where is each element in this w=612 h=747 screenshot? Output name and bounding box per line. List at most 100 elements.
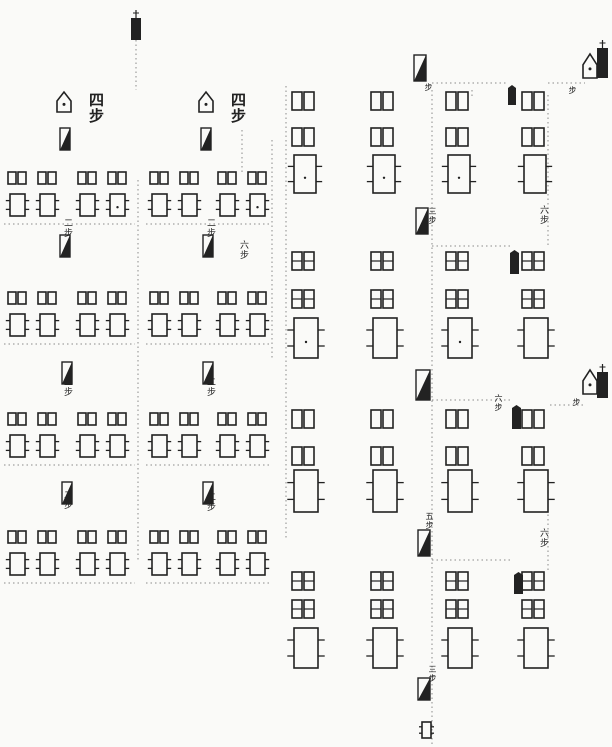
block-d-unit-col3 — [441, 627, 479, 669]
block-b-unit-col2 — [366, 317, 404, 359]
block-b-row1-col3 — [445, 251, 469, 271]
rank2-group2-pair1 — [149, 291, 169, 305]
formation-units — [5, 10, 608, 739]
rank2-group1-pair2 — [37, 291, 57, 305]
rank1-group1-pair2 — [37, 171, 57, 185]
rank4-group2-pair4 — [247, 530, 267, 544]
rank1-group1-pair3 — [77, 171, 97, 185]
rank2-group1-squad3 — [75, 313, 100, 337]
block-a-unit-col2 — [366, 154, 402, 194]
block-b-row2-col2 — [370, 289, 394, 309]
right-shield-2 — [510, 250, 519, 274]
right-officer-top — [582, 52, 598, 79]
block-a-row2-col1 — [291, 127, 315, 147]
block-d-row1-col3 — [445, 571, 469, 591]
rank2-group2-squad3 — [215, 313, 240, 337]
rank3-group1-pair4 — [107, 412, 127, 426]
block-a-unit-col4 — [517, 154, 553, 194]
block-c-row1-col3 — [445, 409, 469, 429]
rank3-group2-pair2 — [179, 412, 199, 426]
rank2-group2-squad1 — [147, 313, 172, 337]
rank1-group2-squad1 — [147, 193, 172, 217]
block-c-unit-col3 — [441, 469, 479, 513]
rank3-group2-pair1 — [149, 412, 169, 426]
block-c-row2-col3 — [445, 446, 469, 466]
banner-between-ranks-4 — [202, 361, 214, 385]
block-b-unit-col3 — [441, 317, 479, 359]
block-a-row2-col3 — [445, 127, 469, 147]
block-b-row2-col1 — [291, 289, 315, 309]
rank3-group2-squad2 — [177, 434, 202, 458]
block-a-row2-col2 — [370, 127, 394, 147]
label-liu-bu-col2: 六步 — [494, 394, 503, 412]
block-c-unit-col2 — [366, 469, 404, 513]
officer-right — [198, 90, 214, 113]
rank4-group1-pair3 — [77, 530, 97, 544]
banner-right-top — [200, 127, 212, 151]
banner-between-ranks-3 — [61, 361, 73, 385]
rank3-group1-pair2 — [37, 412, 57, 426]
rank4-group1-squad2 — [35, 552, 60, 576]
label-liu-bu-col4-low: 六步 — [538, 528, 548, 548]
block-c-row1-col4 — [521, 409, 545, 429]
rank4-group2-squad2 — [177, 552, 202, 576]
block-d-row2-col3 — [445, 599, 469, 619]
right-officer-mid — [582, 368, 598, 395]
rank2-group2-pair4 — [247, 291, 267, 305]
rank1-group2-pair3 — [217, 171, 237, 185]
block-b-unit-col1 — [287, 317, 325, 359]
rank1-group2-squad4 — [245, 193, 270, 217]
rank3-group1-pair3 — [77, 412, 97, 426]
rank2-group1-pair1 — [7, 291, 27, 305]
rank3-group2-squad4 — [245, 434, 270, 458]
rank4-group1-pair2 — [37, 530, 57, 544]
block-c-unit-col4 — [517, 469, 555, 513]
rank3-group1-pair1 — [7, 412, 27, 426]
block-c-unit-col1 — [287, 469, 325, 513]
top-commander-flag — [131, 10, 141, 40]
rank4-group2-pair3 — [217, 530, 237, 544]
block-a-row1-col1 — [291, 91, 315, 111]
rank4-group1-squad1 — [5, 552, 30, 576]
rank1-group2-pair1 — [149, 171, 169, 185]
label-er-bu-right-2: 二步 — [205, 377, 215, 397]
block-c-row2-col4 — [521, 446, 545, 466]
right-banner-3 — [415, 369, 431, 401]
block-c-row2-col2 — [370, 446, 394, 466]
rank4-group2-pair1 — [149, 530, 169, 544]
rank1-group1-squad3 — [75, 193, 100, 217]
rank3-group1-squad4 — [105, 434, 130, 458]
block-a-row1-col4 — [521, 91, 545, 111]
rank2-group2-squad2 — [177, 313, 202, 337]
rank1-group2-squad2 — [177, 193, 202, 217]
label-san-bu-bottom: 三步 — [428, 665, 437, 683]
block-b-row1-col1 — [291, 251, 315, 271]
banner-between-ranks-2 — [202, 234, 214, 258]
label-si-bu-left: 四步 — [87, 92, 105, 124]
block-d-row2-col1 — [291, 599, 315, 619]
rank4-group2-pair2 — [179, 530, 199, 544]
label-bu-col4-top: 步 — [568, 86, 577, 95]
right-banner-2 — [415, 207, 429, 235]
right-banner-4 — [417, 529, 431, 557]
banner-between-ranks-5 — [61, 481, 73, 505]
banner-between-ranks-1 — [59, 234, 71, 258]
block-d-unit-col2 — [366, 627, 404, 669]
bottom-small-unit — [419, 721, 434, 739]
label-bu-col1-top: 步 — [424, 83, 433, 92]
right-banner-5 — [417, 677, 431, 701]
block-a-unit-col3 — [441, 154, 477, 194]
rank4-group1-pair1 — [7, 530, 27, 544]
block-d-unit-col4 — [517, 627, 555, 669]
label-bu-col4-mid: 步 — [572, 398, 581, 407]
rank3-group2-squad1 — [147, 434, 172, 458]
right-commander-flag-mid — [597, 364, 608, 398]
right-shield-4 — [514, 572, 523, 594]
rank4-group1-squad4 — [105, 552, 130, 576]
rank2-group1-squad4 — [105, 313, 130, 337]
rank3-group2-squad3 — [215, 434, 240, 458]
rank4-group2-squad3 — [215, 552, 240, 576]
block-d-row1-col1 — [291, 571, 315, 591]
block-a-unit-col1 — [287, 154, 323, 194]
rank3-group2-pair3 — [217, 412, 237, 426]
